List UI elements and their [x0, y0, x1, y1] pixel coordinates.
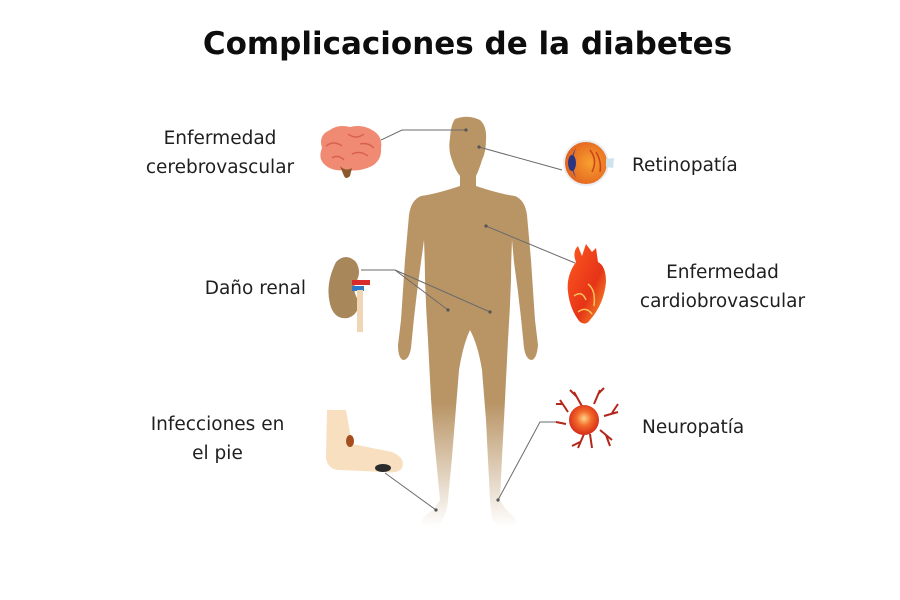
label-renal-text: Daño renal — [204, 278, 306, 299]
leader-line-heart — [485, 225, 576, 264]
leader-dots — [434, 128, 500, 512]
brain-icon — [320, 126, 382, 178]
label-neuropatia: Neuropatía — [642, 413, 744, 442]
leader-line-eye — [478, 146, 563, 171]
label-pie-line2: el pie — [192, 443, 243, 464]
label-pie: Infecciones en el pie — [140, 410, 295, 468]
diagram-title: Complicaciones de la diabetes — [202, 26, 733, 62]
label-cerebrovascular-line2: cerebrovascular — [145, 157, 295, 178]
leader-line-neuron — [497, 421, 559, 501]
label-retinopatia-text: Retinopatía — [632, 155, 738, 176]
leader-lines — [361, 129, 576, 511]
label-cerebrovascular-line1: Enfermedad — [163, 128, 277, 149]
label-retinopatia: Retinopatía — [632, 151, 738, 180]
neuron-icon — [555, 387, 619, 449]
human-body-silhouette — [398, 116, 538, 528]
label-cardio: Enfermedad cardiobrovascular — [630, 258, 815, 316]
leader-line-kidney-2 — [394, 269, 491, 313]
label-renal: Daño renal — [186, 274, 306, 303]
kidney-icon — [328, 257, 370, 332]
label-cardio-line2: cardiobrovascular — [639, 291, 806, 312]
heart-icon — [567, 244, 606, 324]
label-cerebrovascular: Enfermedad cerebrovascular — [135, 124, 305, 182]
label-pie-line1: Infecciones en — [150, 414, 285, 435]
foot-icon — [326, 410, 403, 473]
eye-icon — [563, 140, 614, 186]
leader-line-brain — [380, 129, 466, 141]
label-neuropatia-text: Neuropatía — [642, 417, 745, 438]
leader-line-foot — [384, 472, 437, 511]
label-cardio-line1: Enfermedad — [666, 262, 779, 283]
